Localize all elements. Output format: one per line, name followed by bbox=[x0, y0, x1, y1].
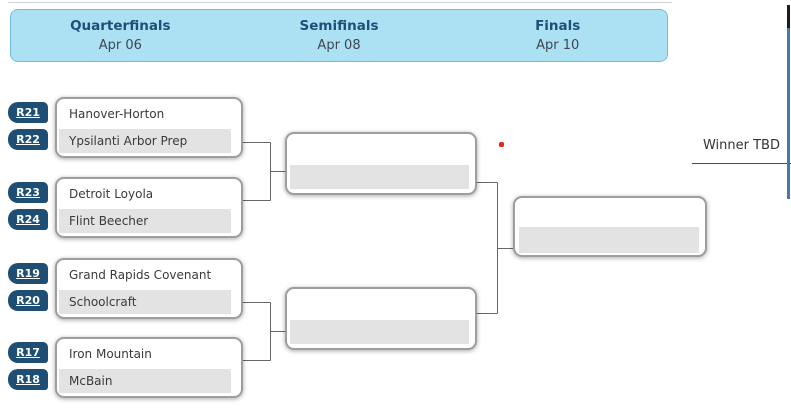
round-column-finals: Finals Apr 10 bbox=[448, 16, 667, 54]
team-slot bbox=[290, 165, 469, 189]
ref-link-r19[interactable]: R19 bbox=[8, 263, 48, 284]
ref-link-r22[interactable]: R22 bbox=[8, 129, 48, 150]
team-slot: Ypsilanti Arbor Prep bbox=[59, 129, 231, 153]
ref-link-r18[interactable]: R18 bbox=[8, 369, 48, 390]
semifinal-match-2 bbox=[285, 287, 477, 350]
red-marker-dot bbox=[499, 142, 504, 147]
round-date: Apr 06 bbox=[98, 37, 142, 53]
champion-line bbox=[692, 163, 791, 164]
round-title: Finals bbox=[535, 18, 581, 35]
final-match bbox=[513, 196, 707, 257]
ref-link-r20[interactable]: R20 bbox=[8, 290, 48, 311]
right-edge-bar-blue bbox=[787, 28, 790, 199]
semifinal-match-1 bbox=[285, 132, 477, 195]
team-slot: Iron Mountain bbox=[69, 347, 152, 361]
ref-link-r21[interactable]: R21 bbox=[8, 102, 48, 123]
top-divider bbox=[8, 2, 672, 3]
round-date: Apr 08 bbox=[317, 37, 361, 53]
ref-link-r23[interactable]: R23 bbox=[8, 182, 48, 203]
team-slot bbox=[287, 289, 475, 320]
ref-link-r24[interactable]: R24 bbox=[8, 209, 48, 230]
round-column-quarterfinals: Quarterfinals Apr 06 bbox=[11, 16, 230, 54]
team-slot bbox=[287, 134, 475, 165]
team-slot bbox=[290, 320, 469, 344]
round-title: Quarterfinals bbox=[70, 18, 171, 35]
right-edge-bar-dark bbox=[787, 5, 790, 28]
ref-link-r17[interactable]: R17 bbox=[8, 342, 48, 363]
team-slot: Detroit Loyola bbox=[69, 187, 154, 201]
team-slot bbox=[515, 198, 705, 227]
champion-label: Winner TBD bbox=[702, 138, 780, 153]
team-slot bbox=[519, 227, 699, 253]
round-title: Semifinals bbox=[299, 18, 379, 35]
round-header: Quarterfinals Apr 06 Semifinals Apr 08 F… bbox=[10, 9, 668, 62]
team-slot: Flint Beecher bbox=[59, 209, 231, 233]
team-slot: McBain bbox=[59, 369, 231, 393]
quarterfinal-match-2: Detroit Loyola Flint Beecher bbox=[55, 177, 243, 238]
quarterfinal-match-3: Grand Rapids Covenant Schoolcraft bbox=[55, 258, 243, 319]
team-slot: Schoolcraft bbox=[59, 290, 231, 314]
team-slot: Hanover-Horton bbox=[69, 107, 165, 121]
round-date: Apr 10 bbox=[536, 37, 580, 53]
quarterfinal-match-4: Iron Mountain McBain bbox=[55, 337, 243, 398]
team-slot: Grand Rapids Covenant bbox=[69, 268, 212, 282]
round-column-semifinals: Semifinals Apr 08 bbox=[230, 16, 449, 54]
quarterfinal-match-1: Hanover-Horton Ypsilanti Arbor Prep bbox=[55, 97, 243, 158]
